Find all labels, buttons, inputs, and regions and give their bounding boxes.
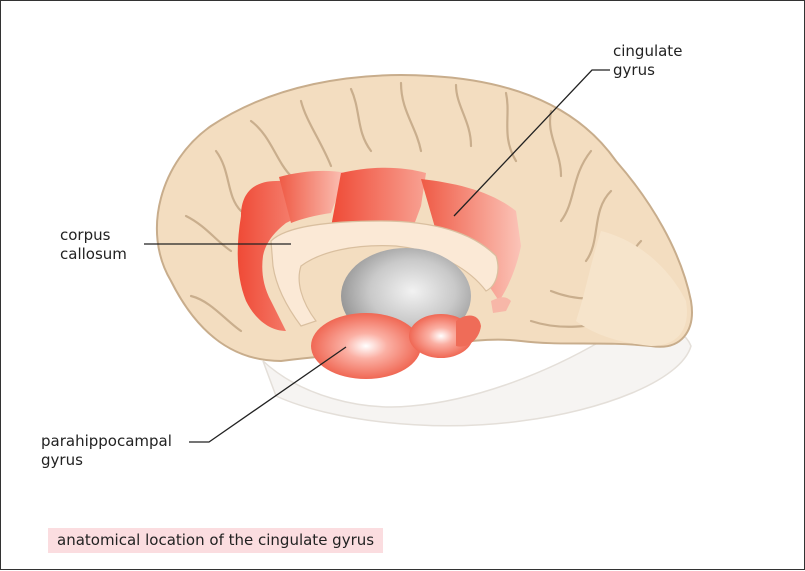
label-cingulate-line2: gyrus [613, 61, 682, 80]
label-cingulate-line1: cingulate [613, 42, 682, 61]
figure-caption: anatomical location of the cingulate gyr… [48, 528, 383, 553]
label-corpus-line1: corpus [60, 226, 127, 245]
label-corpus-line2: callosum [60, 245, 127, 264]
label-cingulate-gyrus: cingulate gyrus [613, 42, 682, 80]
label-parahippocampal-line2: gyrus [41, 451, 172, 470]
label-parahippocampal-line1: parahippocampal [41, 432, 172, 451]
label-corpus-callosum: corpus callosum [60, 226, 127, 264]
parahippocampal-gyrus [311, 313, 481, 379]
label-parahippocampal-gyrus: parahippocampal gyrus [41, 432, 172, 470]
